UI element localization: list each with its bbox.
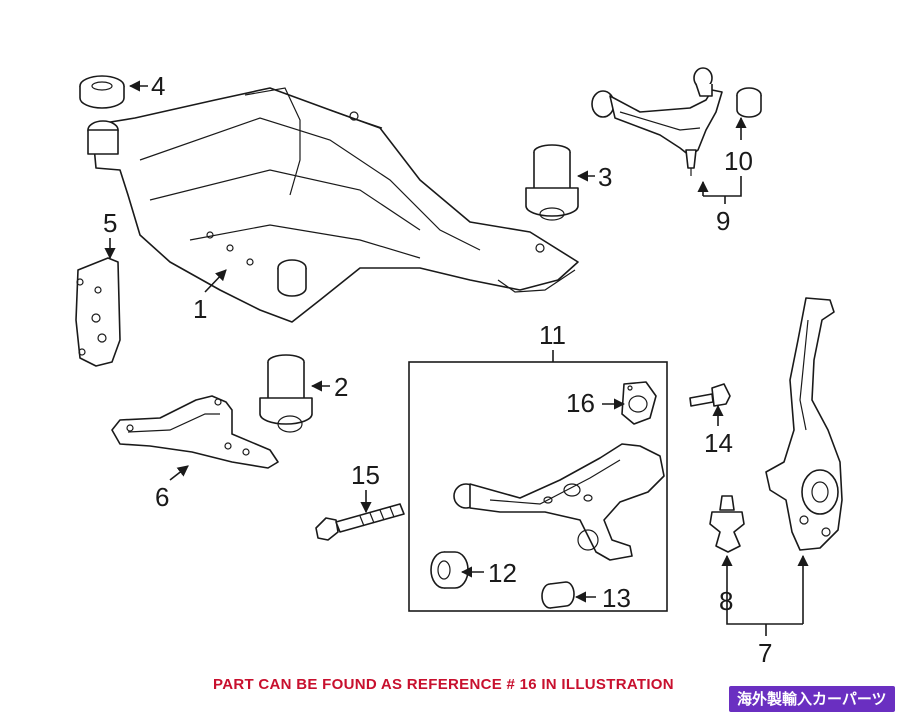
part-7-knuckle — [765, 297, 843, 551]
part-12-bushing — [430, 551, 469, 589]
reference-note: PART CAN BE FOUND AS REFERENCE # 16 IN I… — [213, 676, 674, 693]
callout-8: 8 — [719, 586, 733, 616]
part-16-mount — [621, 381, 657, 425]
group-11-box — [408, 361, 668, 612]
callout-9: 9 — [716, 206, 730, 236]
part-14-bolt — [689, 383, 731, 407]
brand-badge: 海外製輸入カーパーツ — [729, 686, 895, 712]
part-9-upper-control-arm — [591, 67, 723, 176]
callout-3: 3 — [598, 162, 612, 192]
callout-11: 11 — [539, 320, 566, 350]
callout-7: 7 — [758, 638, 772, 668]
part-13-bushing — [541, 581, 575, 609]
part-8-ball-joint — [709, 495, 745, 553]
part-1-subframe — [87, 87, 579, 323]
callout-10: 10 — [724, 146, 753, 176]
leader-lines — [104, 80, 809, 636]
part-4-mount-bushing — [79, 75, 125, 109]
callout-14: 14 — [704, 428, 733, 458]
callout-4: 4 — [151, 71, 165, 101]
callout-5: 5 — [103, 208, 117, 238]
part-3-bushing — [525, 144, 579, 221]
callout-12: 12 — [488, 558, 517, 588]
lower-control-arm — [453, 443, 665, 561]
part-6-brace — [111, 395, 279, 469]
callout-labels: 4 3 5 1 2 6 15 11 16 12 13 14 8 7 9 10 — [103, 71, 772, 668]
part-10-bushing — [736, 87, 762, 118]
callout-2: 2 — [334, 372, 348, 402]
callout-6: 6 — [155, 482, 169, 512]
callout-15: 15 — [351, 460, 380, 490]
part-2-bushing — [259, 354, 313, 433]
callout-1: 1 — [193, 294, 207, 324]
callout-13: 13 — [602, 583, 631, 613]
part-5-bracket — [75, 257, 121, 367]
callout-16: 16 — [566, 388, 595, 418]
part-15-bolt — [315, 503, 405, 541]
